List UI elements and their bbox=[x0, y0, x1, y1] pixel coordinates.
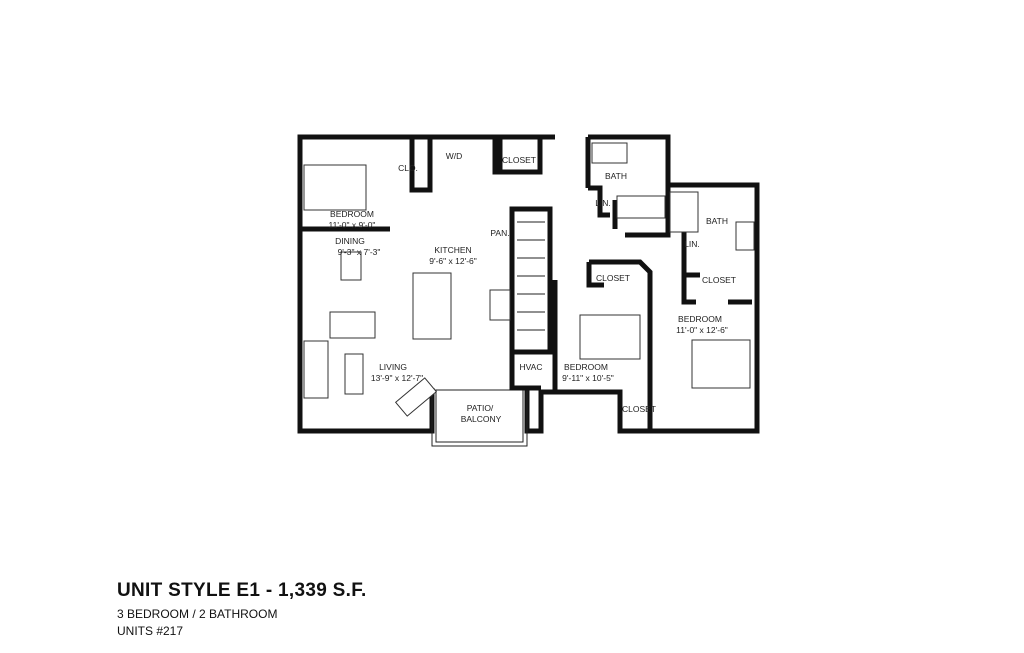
sink-icon bbox=[591, 142, 628, 164]
kitchen-size: 9'-6" x 12'-6" bbox=[429, 256, 477, 266]
exterior-walls bbox=[297, 134, 760, 447]
living-label: LIVING bbox=[379, 362, 407, 372]
sofa-icon bbox=[303, 340, 329, 399]
bed-icon bbox=[691, 339, 751, 389]
balcony-label: BALCONY bbox=[461, 414, 502, 424]
bed-icon bbox=[303, 164, 367, 211]
closet-label: CLO. bbox=[398, 163, 418, 173]
dining-label: DINING bbox=[335, 236, 365, 246]
bedroom1-label: BEDROOM bbox=[330, 209, 374, 219]
unit-info: UNIT STYLE E1 - 1,339 S.F. 3 BEDROOM / 2… bbox=[117, 580, 367, 641]
bed-bath-count: 3 BEDROOM / 2 BATHROOM bbox=[117, 607, 278, 621]
room-labels: BEDROOM 11'-0" x 9'-0" CLO. W/D CLOSET D… bbox=[329, 151, 736, 424]
shower-icon bbox=[669, 191, 699, 233]
sink-icon bbox=[735, 221, 755, 251]
kitchen-island-icon bbox=[412, 272, 452, 340]
master-closet-label: CLOSET bbox=[702, 275, 736, 285]
tv-icon bbox=[394, 377, 438, 417]
entry-closet-label: CLOSET bbox=[502, 155, 536, 165]
interior-walls bbox=[300, 137, 752, 431]
washer-dryer-label: W/D bbox=[446, 151, 463, 161]
bedroom2-closet-label: CLOSET bbox=[596, 273, 630, 283]
bedroom2-label: BEDROOM bbox=[564, 362, 608, 372]
unit-title: UNIT STYLE E1 - 1,339 S.F. bbox=[117, 580, 367, 601]
coffee-table-icon bbox=[344, 353, 364, 395]
bath1-label: BATH bbox=[605, 171, 627, 181]
furniture bbox=[303, 142, 755, 417]
pantry-label: PAN. bbox=[490, 228, 509, 238]
bedroom3-size: 11'-0" x 12'-6" bbox=[676, 325, 728, 335]
hvac-label: HVAC bbox=[520, 362, 543, 372]
linen2-label: LIN. bbox=[684, 239, 700, 249]
bath2-label: BATH bbox=[706, 216, 728, 226]
kitchen-label: KITCHEN bbox=[434, 245, 471, 255]
living-size: 13'-9" x 12'-7" bbox=[371, 373, 423, 383]
linen1-label: LIN. bbox=[595, 198, 611, 208]
sofa-icon bbox=[329, 311, 376, 339]
dining-size: 9'-3" x 7'-3" bbox=[338, 247, 381, 257]
bedroom1-size: 11'-0" x 9'-0" bbox=[329, 220, 376, 230]
dining-table-icon bbox=[340, 251, 362, 281]
bed-icon bbox=[579, 314, 641, 360]
unit-numbers: UNITS #217 bbox=[117, 624, 184, 638]
bedroom2-size: 9'-11" x 10'-5" bbox=[562, 373, 614, 383]
stove-icon bbox=[489, 289, 511, 321]
patio-label: PATIO/ bbox=[467, 403, 494, 413]
bathtub-icon bbox=[616, 195, 666, 219]
bedroom3-closet-label: CLOSET bbox=[622, 404, 656, 414]
bedroom3-label: BEDROOM bbox=[678, 314, 722, 324]
